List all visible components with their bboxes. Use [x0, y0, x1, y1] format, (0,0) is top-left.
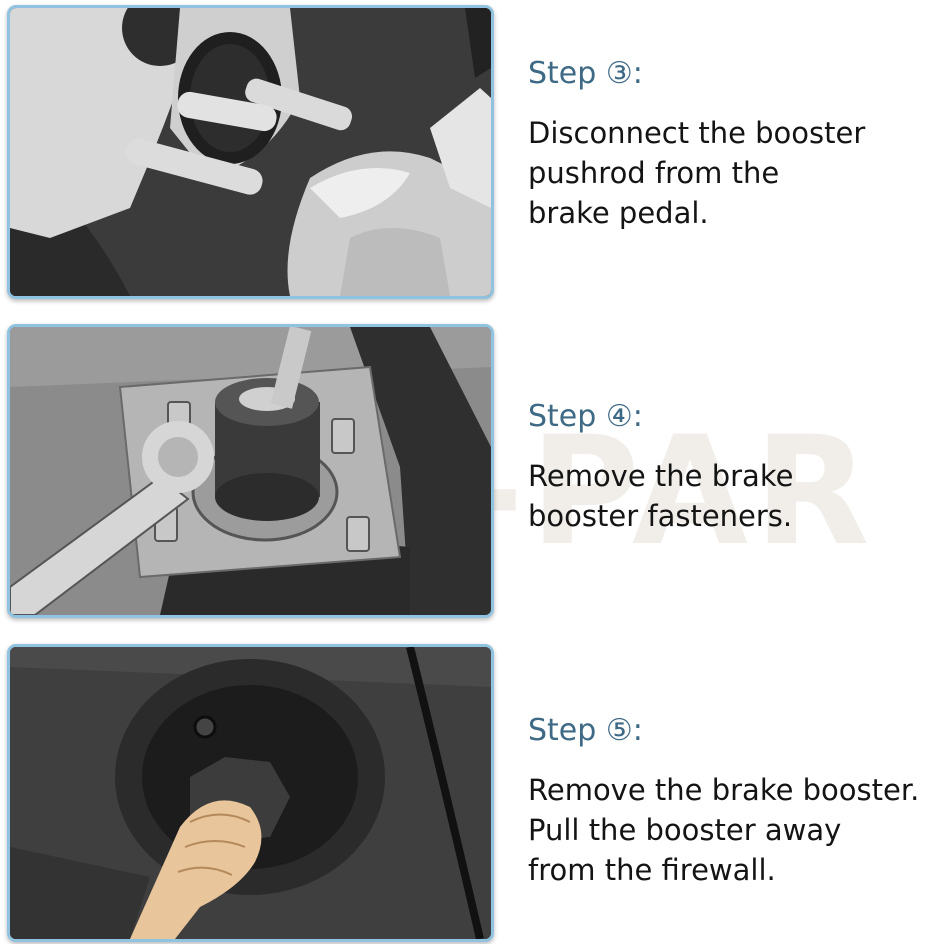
pedal-pushrod-drawing: [10, 8, 491, 296]
step-3-text: Disconnect the booster pushrod from the …: [528, 116, 866, 230]
step-3-block: Step ③: Disconnect the booster pushrod f…: [528, 56, 920, 233]
step-3-title: Step ③:: [528, 56, 643, 91]
step-5-title: Step ⑤:: [528, 713, 643, 748]
step-4-block: Step ④: Remove the brake booster fastene…: [528, 399, 920, 536]
disconnect-pushrod-illustration: [7, 5, 494, 299]
booster-removal-drawing: [10, 647, 491, 939]
fasteners-drawing: [10, 327, 491, 615]
step-4-title: Step ④:: [528, 399, 643, 434]
remove-booster-illustration: [7, 644, 494, 942]
remove-fasteners-illustration: [7, 324, 494, 618]
step-5-block: Step ⑤: Remove the brake booster. Pull t…: [528, 713, 920, 890]
step-5-text: Remove the brake booster. Pull the boost…: [528, 773, 920, 887]
step-4-text: Remove the brake booster fasteners.: [528, 459, 794, 533]
